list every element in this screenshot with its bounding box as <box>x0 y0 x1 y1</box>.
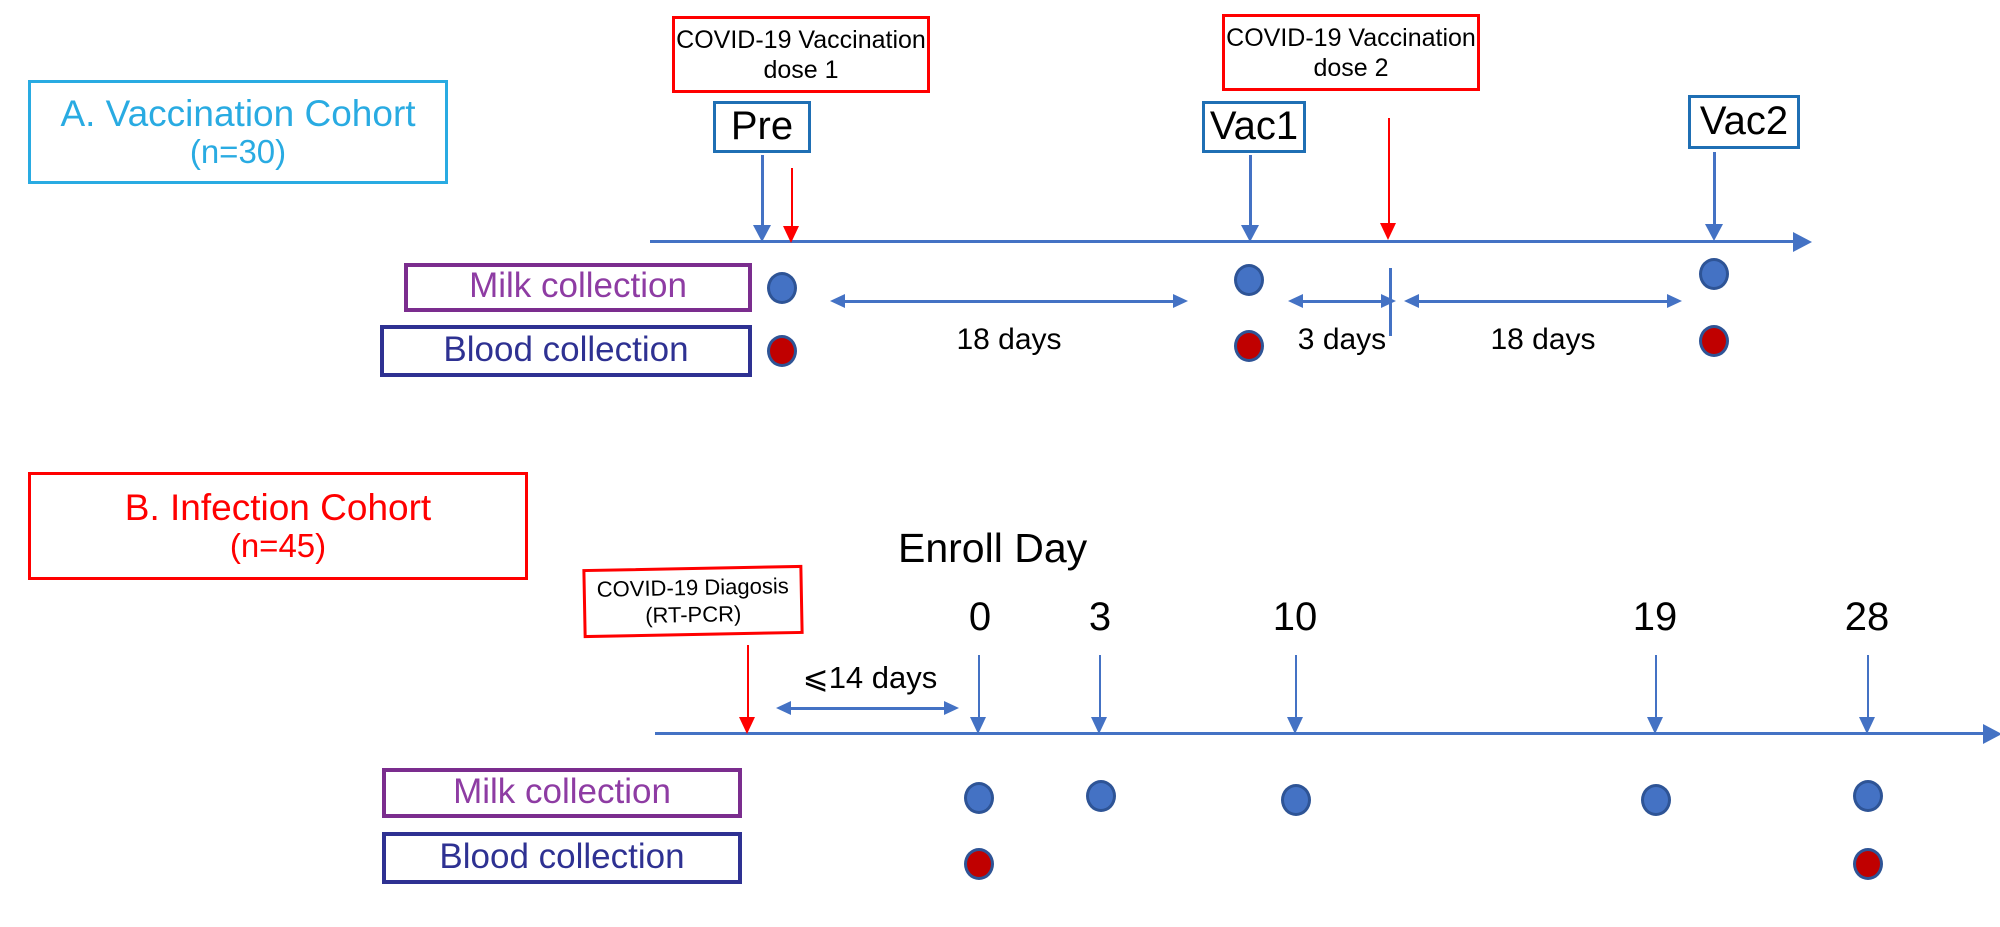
dose2-line1: COVID-19 Vaccination <box>1226 23 1476 52</box>
diagnosis-line2: (RT-PCR) <box>644 600 742 628</box>
cohort-b-title: B. Infection Cohort <box>124 486 432 528</box>
milk-dot-pre <box>767 272 797 304</box>
blood-dot-vac1 <box>1234 330 1264 362</box>
timepoint-vac1-box: Vac1 <box>1202 101 1306 153</box>
interval-diagnosis-enroll-line <box>776 701 959 715</box>
timepoint-vac2-box: Vac2 <box>1688 95 1800 149</box>
interval-diagnosis-enroll-label: ⩽14 days <box>802 660 938 695</box>
blood-label-text: Blood collection <box>439 836 685 876</box>
cohort-a-sample-size: (n=30) <box>189 133 287 171</box>
cohort-a-timeline-axis <box>650 240 1795 243</box>
cohort-b-timeline-arrowhead <box>1983 724 2000 744</box>
milk-dot-vac1 <box>1234 264 1264 296</box>
interval-pre-vac1-line <box>830 294 1188 308</box>
cohort-b-title-box: B. Infection Cohort (n=45) <box>28 472 528 580</box>
milk-label-text: Milk collection <box>469 266 687 305</box>
blood-dot-day-28 <box>1853 848 1883 880</box>
dose1-line1: COVID-19 Vaccination <box>676 25 926 54</box>
dose2-line2: dose 2 <box>1313 53 1389 82</box>
milk-dot-vac2 <box>1699 258 1729 290</box>
milk-dot-day-28 <box>1853 780 1883 812</box>
milk-dot-day-3 <box>1086 780 1116 812</box>
cohort-a-title: A. Vaccination Cohort <box>60 92 416 134</box>
timepoint-pre-label: Pre <box>730 103 794 148</box>
cohort-b-milk-collection-label: Milk collection <box>382 768 742 818</box>
enroll-day-axis-label: Enroll Day <box>898 525 1088 571</box>
day-tick-label-0: 0 <box>968 595 992 639</box>
day-tick-label-3: 3 <box>1088 595 1112 639</box>
cohort-a-blood-collection-label: Blood collection <box>380 325 752 377</box>
blood-dot-vac2 <box>1699 325 1729 357</box>
dose1-line2: dose 1 <box>763 55 839 84</box>
cohort-b-blood-collection-label: Blood collection <box>382 832 742 884</box>
cohort-a-title-box: A. Vaccination Cohort (n=30) <box>28 80 448 184</box>
cohort-b-timeline-axis <box>655 732 1985 735</box>
milk-dot-day-10 <box>1281 784 1311 816</box>
day-tick-label-10: 10 <box>1272 595 1318 639</box>
timepoint-vac2-label: Vac2 <box>1699 98 1789 143</box>
milk-dot-day-19 <box>1641 784 1671 816</box>
vaccination-dose2-callout: COVID-19 Vaccination dose 2 <box>1222 14 1480 91</box>
cohort-a-timeline-arrowhead <box>1793 232 1812 252</box>
interval-dose2-vac2-label: 18 days <box>1490 323 1596 356</box>
interval-vac1-dose2-label: 3 days <box>1297 323 1387 356</box>
dose2-tick-mark <box>1389 268 1392 336</box>
covid-diagnosis-callout: COVID-19 Diagosis (RT-PCR) <box>582 564 804 639</box>
blood-label-text: Blood collection <box>443 329 689 369</box>
cohort-b-sample-size: (n=45) <box>229 527 327 565</box>
day-tick-label-28: 28 <box>1844 595 1890 639</box>
blood-dot-day-0 <box>964 848 994 880</box>
timepoint-vac1-label: Vac1 <box>1209 103 1299 148</box>
blood-dot-pre <box>767 335 797 367</box>
day-tick-label-19: 19 <box>1632 595 1678 639</box>
interval-pre-vac1-label: 18 days <box>956 323 1062 356</box>
timepoint-pre-box: Pre <box>713 101 811 153</box>
vaccination-dose1-callout: COVID-19 Vaccination dose 1 <box>672 16 930 93</box>
milk-dot-day-0 <box>964 782 994 814</box>
interval-dose2-vac2-line <box>1404 294 1682 308</box>
milk-label-text: Milk collection <box>453 771 671 811</box>
diagnosis-line1: COVID-19 Diagosis <box>596 573 789 602</box>
cohort-a-milk-collection-label: Milk collection <box>404 263 752 312</box>
interval-vac1-dose2-line <box>1288 294 1396 308</box>
